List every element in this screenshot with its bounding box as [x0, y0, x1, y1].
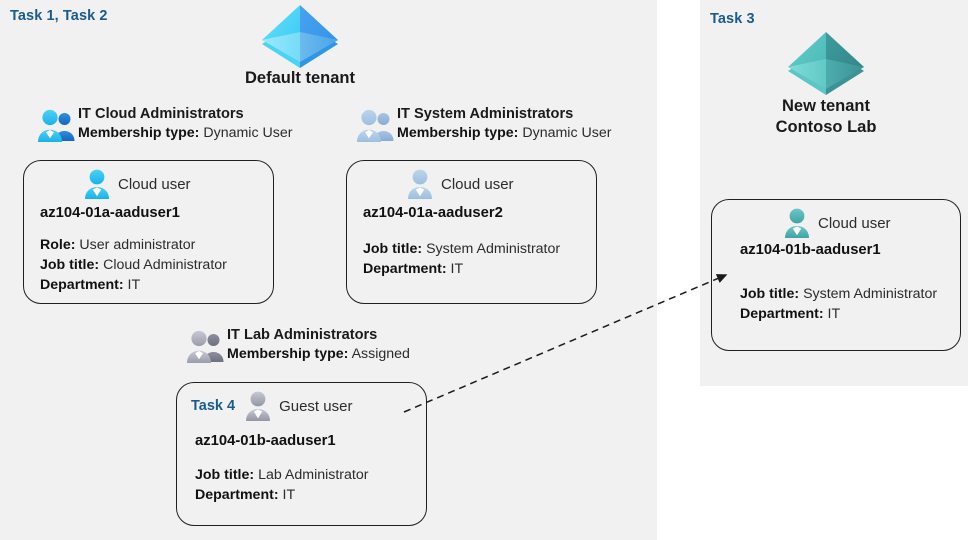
property-value: IT [282, 487, 296, 504]
default-tenant-block: Default tenant [180, 2, 420, 89]
property-role: Role: User administrator [40, 235, 273, 255]
membership-type-label: Membership type: [227, 346, 349, 363]
membership-type-label: Membership type: [397, 125, 519, 142]
property-value: IT [827, 306, 841, 323]
membership-type-value: Dynamic User [522, 125, 612, 142]
property-department: Department: IT [740, 304, 960, 324]
user-kind-label: Cloud user [118, 175, 191, 193]
property-job-title: Job title: Lab Administrator [195, 465, 426, 485]
card-header: Cloud user [712, 206, 960, 240]
property-department: Department: IT [40, 275, 273, 295]
user-principal-name: az104-01b-aaduser1 [195, 433, 336, 449]
property-label: Department: [40, 277, 124, 294]
guest-user-icon [243, 390, 273, 422]
user-kind-label: Cloud user [818, 214, 891, 232]
user-card-guest-aaduser1: Task 4 Guest user az104-01b-aaduser1 [176, 382, 427, 526]
card-header: Task 4 Guest user [177, 389, 426, 423]
default-tenant-name: Default tenant [244, 69, 355, 87]
membership-type-value: Assigned [351, 346, 410, 363]
group-users-icon [185, 330, 225, 368]
group-users-icon [355, 109, 395, 147]
property-label: Department: [195, 487, 279, 504]
card-properties: Job title: Lab Administrator Department:… [177, 465, 426, 505]
card-properties: Role: User administrator Job title: Clou… [24, 235, 273, 295]
card-header: Cloud user [347, 167, 596, 201]
new-tenant-block: New tenant Contoso Lab [706, 28, 946, 137]
task-label-3: Task 3 [710, 11, 755, 27]
property-label: Job title: [195, 467, 255, 483]
property-department: Department: IT [195, 485, 426, 505]
property-label: Department: [740, 306, 824, 323]
card-header: Cloud user [24, 167, 273, 201]
new-tenant-name-line1: New tenant [781, 97, 870, 115]
group-it-system-administrators: IT System Administrators Membership type… [355, 104, 611, 147]
group-membership-type: Membership type: Dynamic User [78, 124, 292, 144]
property-label: Department: [363, 261, 447, 278]
user-principal-name: az104-01a-aaduser2 [363, 205, 503, 221]
group-it-cloud-administrators: IT Cloud Administrators Membership type:… [36, 104, 292, 147]
azure-tenant-pyramid-icon [706, 28, 946, 96]
user-card-aaduser1: Cloud user az104-01a-aaduser1 Role: User… [23, 160, 274, 304]
property-value: Cloud Administrator [103, 257, 227, 274]
group-it-lab-administrators: IT Lab Administrators Membership type: A… [185, 325, 410, 368]
property-label: Job title: [40, 257, 100, 274]
group-name: IT Cloud Administrators [78, 106, 244, 122]
property-value: IT [450, 261, 464, 278]
property-job-title: Job title: Cloud Administrator [40, 255, 273, 275]
group-membership-type: Membership type: Dynamic User [397, 124, 611, 144]
property-value: IT [127, 277, 141, 294]
cloud-user-icon [82, 168, 112, 200]
property-value: System Administrator [803, 286, 938, 302]
user-principal-name: az104-01a-aaduser1 [40, 205, 180, 221]
property-value: System Administrator [426, 241, 561, 257]
user-kind-label: Guest user [279, 397, 353, 415]
user-card-baaduser1: Cloud user az104-01b-aaduser1 Job title:… [711, 199, 961, 351]
user-principal-name: az104-01b-aaduser1 [740, 242, 881, 258]
user-card-aaduser2: Cloud user az104-01a-aaduser2 Job title:… [346, 160, 597, 304]
task-label-4: Task 4 [191, 398, 236, 414]
cloud-user-icon [782, 207, 812, 239]
membership-type-label: Membership type: [78, 125, 200, 142]
property-label: Role: [40, 237, 76, 253]
card-properties: Job title: System Administrator Departme… [712, 284, 960, 324]
property-value: Lab Administrator [258, 467, 369, 483]
property-job-title: Job title: System Administrator [740, 284, 960, 304]
group-name: IT Lab Administrators [227, 327, 378, 343]
property-value: User administrator [79, 237, 196, 253]
task-label-1-2: Task 1, Task 2 [10, 8, 108, 24]
cloud-user-icon [405, 168, 435, 200]
card-properties: Job title: System Administrator Departme… [347, 239, 596, 279]
default-tenant-panel [0, 0, 657, 540]
membership-type-value: Dynamic User [203, 125, 293, 142]
property-label: Job title: [740, 286, 800, 302]
property-department: Department: IT [363, 259, 596, 279]
new-tenant-name-line2: Contoso Lab [775, 117, 877, 136]
property-label: Job title: [363, 241, 423, 257]
group-name: IT System Administrators [397, 106, 574, 122]
group-membership-type: Membership type: Assigned [227, 345, 410, 365]
group-users-icon [36, 109, 76, 147]
property-job-title: Job title: System Administrator [363, 239, 596, 259]
user-kind-label: Cloud user [441, 175, 514, 193]
azure-tenant-pyramid-icon [180, 2, 420, 68]
